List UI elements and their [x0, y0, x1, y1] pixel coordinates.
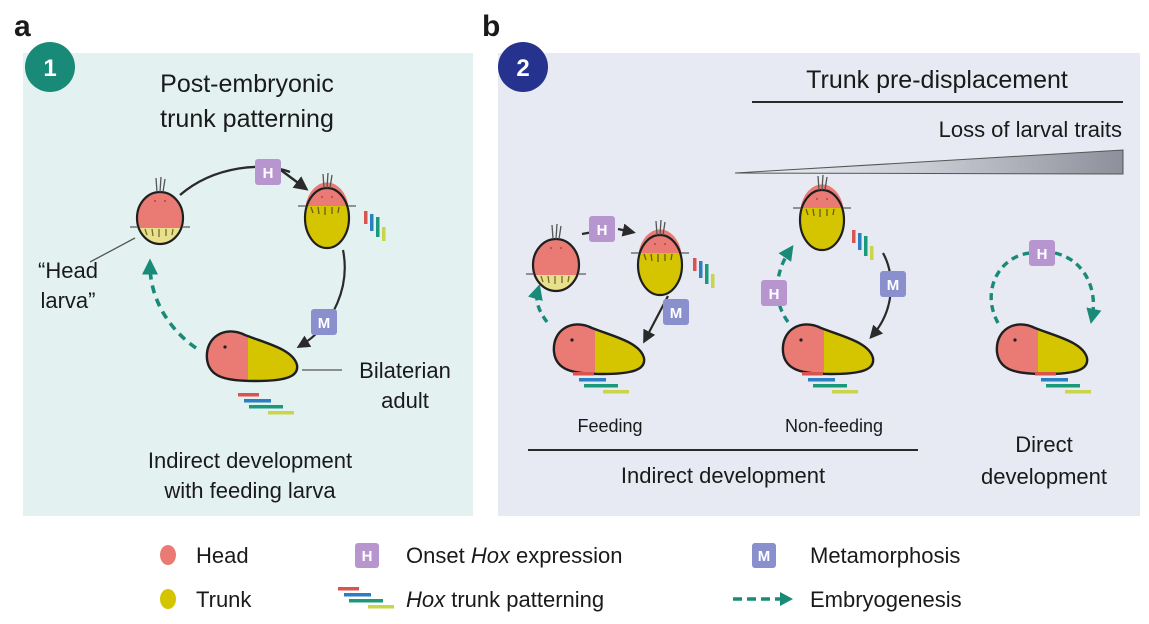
panel-a-head-larva-pointer [89, 237, 136, 263]
panel-b-badge-number: 2 [516, 55, 529, 82]
loss-larval-traits-wedge [734, 149, 1124, 175]
panel-letter-a: a [14, 10, 31, 43]
non-feeding-label: Non-feeding [785, 416, 883, 436]
panel-a-head-larva-label-line2: larva” [40, 288, 95, 313]
panel-a-title-line2: trunk patterning [160, 105, 334, 133]
legend-meta-box [752, 543, 776, 568]
legend-hox-bars [338, 587, 394, 609]
direct-development-label-line1: Direct [1015, 432, 1072, 457]
direct-onset-box [1029, 240, 1055, 266]
panel-b-badge [498, 42, 548, 92]
panel-a-meta-box-label: M [318, 315, 331, 332]
legend-onset-label: Onset Hox expression [406, 543, 622, 568]
direct-embryogenesis-arrow-left [989, 251, 1031, 324]
panel-a-badge-number: 1 [43, 55, 56, 82]
feeding-onset-box [589, 216, 615, 242]
panel-a-caption-line2: with feeding larva [163, 478, 336, 503]
legend: Head Trunk H Onset Hox expression Hox tr… [160, 543, 962, 612]
legend-onset-box-label: H [362, 548, 373, 565]
legend-hox-label: Hox trunk patterning [406, 587, 604, 612]
trunk-predisplacement-label: Trunk pre-displacement [806, 66, 1068, 94]
panel-a-caption-line1: Indirect development [148, 448, 352, 473]
legend-hox-label-post: trunk patterning [445, 587, 604, 612]
panel-a-title-line1: Post-embryonic [160, 70, 334, 98]
direct-development-label-line2: development [981, 464, 1107, 489]
feeding-meta-box [663, 299, 689, 325]
indirect-development-label: Indirect development [621, 463, 825, 488]
panel-a-adult-label-line2: adult [381, 388, 429, 413]
panel-a-background [23, 53, 473, 516]
direct-onset-box-label: H [1037, 246, 1048, 263]
legend-meta-box-label: M [758, 548, 771, 565]
feeding-onset-arrow [617, 223, 636, 237]
panel-letter-b: b [482, 10, 500, 43]
panel-a-meta-box [311, 309, 337, 335]
legend-onset-label-post: expression [510, 543, 623, 568]
legend-hox-label-hox: Hox [406, 587, 446, 612]
nonfeeding-meta-box-label: M [887, 277, 900, 294]
panel-a-embryogenesis-arrow [141, 258, 198, 350]
direct-embryogenesis-arrow-right [1054, 251, 1102, 324]
legend-head-label: Head [196, 543, 249, 568]
legend-onset-box [355, 543, 379, 568]
loss-larval-traits-label: Loss of larval traits [939, 117, 1122, 142]
panel-a-onset-box [255, 159, 281, 185]
legend-embryo-arrowhead [780, 592, 793, 606]
legend-trunk-label: Trunk [196, 587, 252, 612]
feeding-meta-box-label: M [670, 305, 683, 322]
nonfeeding-onset-box-label: H [769, 286, 780, 303]
nonfeeding-meta-box [880, 271, 906, 297]
feeding-onset-box-label: H [597, 222, 608, 239]
panel-a-head-larva-label-line1: “Head [38, 258, 98, 283]
nonfeeding-onset-box [761, 280, 787, 306]
legend-trunk-swatch [160, 589, 176, 609]
feeding-label: Feeding [577, 416, 642, 436]
legend-onset-label-pre: Onset [406, 543, 471, 568]
legend-meta-label: Metamorphosis [810, 543, 960, 568]
panel-a-badge [25, 42, 75, 92]
legend-head-swatch [160, 545, 176, 565]
panel-b-background [498, 53, 1140, 516]
feeding-embryogenesis-arrow [528, 284, 549, 324]
panel-a-adult-label-line1: Bilaterian [359, 358, 451, 383]
legend-onset-label-hox: Hox [471, 543, 511, 568]
legend-embryo-label: Embryogenesis [810, 587, 962, 612]
panel-a-arrow-head-onset [277, 167, 309, 191]
panel-a-metamorphosis-arrow [296, 249, 346, 349]
panel-a-onset-box-label: H [263, 165, 274, 182]
